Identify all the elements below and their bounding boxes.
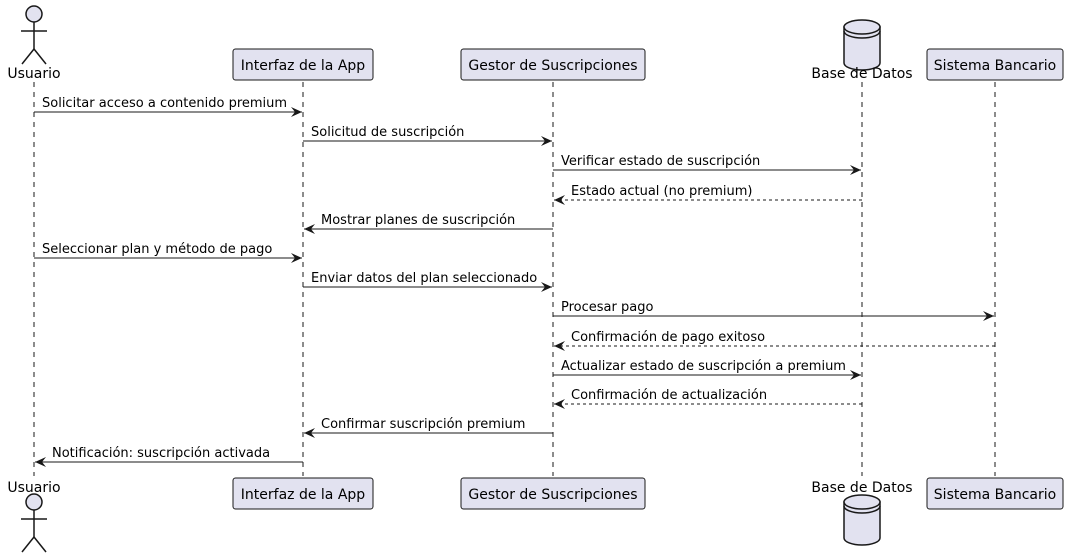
- message-label: Confirmación de pago exitoso: [571, 330, 765, 345]
- participant-box: [460, 477, 646, 510]
- participant-box: [926, 477, 1064, 510]
- message-label: Seleccionar plan y método de pago: [42, 242, 272, 257]
- participant-interfaz-bottom: Interfaz de la App: [232, 477, 374, 510]
- message-label: Enviar datos del plan seleccionado: [311, 271, 537, 286]
- participant-box: [926, 48, 1064, 81]
- message-8: Procesar pago: [553, 300, 994, 321]
- message-9: Confirmación de pago exitoso: [554, 330, 995, 351]
- actor-usuario-top: Usuario: [7, 5, 61, 82]
- message-label: Actualizar estado de suscripción a premi…: [561, 359, 846, 374]
- message-label: Notificación: suscripción activada: [52, 446, 270, 461]
- message-label: Procesar pago: [561, 300, 653, 315]
- participant-interfaz-top: Interfaz de la App: [232, 48, 374, 81]
- message-3: Verificar estado de suscripción: [553, 154, 861, 175]
- actor-usuario-bottom: Usuario: [7, 480, 61, 553]
- database-bd-bottom: Base de Datos: [811, 480, 913, 546]
- message-label: Verificar estado de suscripción: [561, 154, 760, 169]
- participant-label: Interfaz de la App: [241, 58, 366, 74]
- actor-label: Usuario: [7, 66, 60, 82]
- message-label: Confirmación de actualización: [571, 388, 767, 403]
- message-5: Mostrar planes de suscripción: [304, 213, 553, 234]
- participant-label: Sistema Bancario: [934, 487, 1056, 503]
- message-1: Solicitar acceso a contenido premium: [34, 96, 302, 117]
- message-11: Confirmación de actualización: [554, 388, 862, 409]
- stick-figure-icon: [21, 493, 47, 553]
- database-bd-top: Base de Datos: [811, 19, 913, 82]
- participant-box: [232, 477, 374, 510]
- message-12: Confirmar suscripción premium: [304, 417, 553, 438]
- stick-figure-icon: [21, 5, 47, 65]
- message-7: Enviar datos del plan seleccionado: [303, 271, 552, 292]
- message-13: Notificación: suscripción activada: [35, 446, 303, 467]
- actor-label: Usuario: [7, 480, 60, 496]
- message-label: Solicitar acceso a contenido premium: [42, 96, 287, 111]
- message-label: Confirmar suscripción premium: [321, 417, 525, 432]
- participant-label: Gestor de Suscripciones: [468, 58, 637, 74]
- participant-box: [232, 48, 374, 81]
- message-10: Actualizar estado de suscripción a premi…: [553, 359, 861, 380]
- message-2: Solicitud de suscripción: [303, 125, 552, 146]
- participant-banco-top: Sistema Bancario: [926, 48, 1064, 81]
- participant-label: Sistema Bancario: [934, 58, 1056, 74]
- database-label: Base de Datos: [811, 480, 912, 496]
- participant-gestor-bottom: Gestor de Suscripciones: [460, 477, 646, 510]
- message-6: Seleccionar plan y método de pago: [34, 242, 302, 263]
- message-label: Mostrar planes de suscripción: [321, 213, 515, 228]
- participant-banco-bottom: Sistema Bancario: [926, 477, 1064, 510]
- database-cylinder-icon: [843, 19, 881, 71]
- participant-gestor-top: Gestor de Suscripciones: [460, 48, 646, 81]
- participant-label: Gestor de Suscripciones: [468, 487, 637, 503]
- message-label: Solicitud de suscripción: [311, 125, 464, 140]
- database-label: Base de Datos: [811, 66, 912, 82]
- message-label: Estado actual (no premium): [571, 184, 753, 199]
- participant-box: [460, 48, 646, 81]
- message-4: Estado actual (no premium): [554, 184, 862, 205]
- participant-label: Interfaz de la App: [241, 487, 366, 503]
- database-cylinder-icon: [843, 494, 881, 546]
